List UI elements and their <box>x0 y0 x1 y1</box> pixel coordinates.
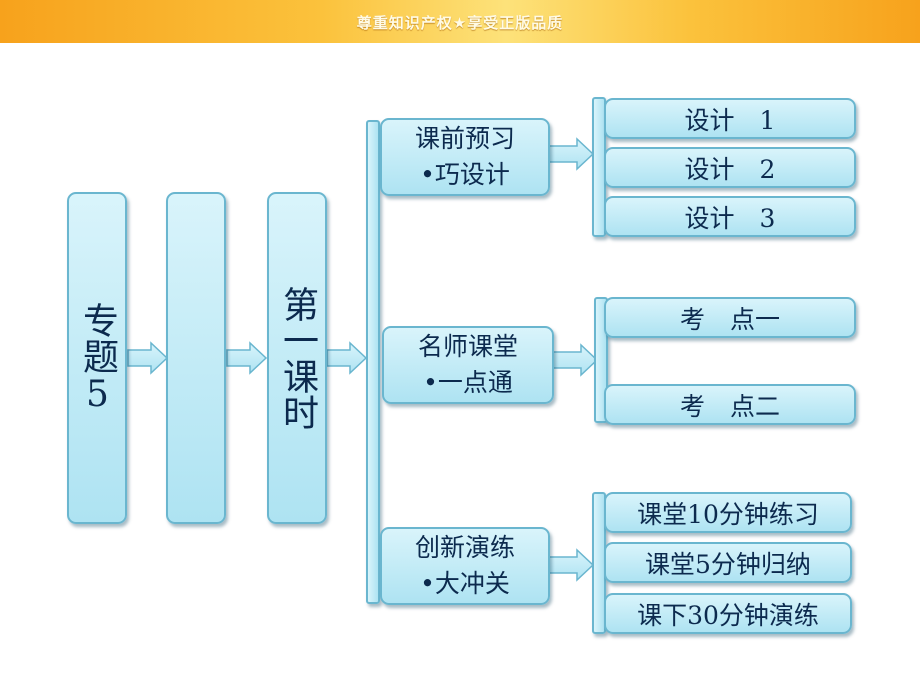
arrow-3 <box>326 341 368 375</box>
lesson-box: 第一课时 <box>267 192 327 524</box>
leaf-point-2: 考 点二 <box>604 384 856 425</box>
leaf-point-1: 考 点一 <box>604 297 856 338</box>
leaf-practice-3: 课下30分钟演练 <box>604 593 852 634</box>
section-box-practice: 创新演练 •大冲关 <box>380 527 550 605</box>
section-2-line1: 名师课堂 <box>417 332 518 361</box>
arrow-4 <box>548 137 595 171</box>
section-3-line1: 创新演练 <box>414 533 515 562</box>
main-bracket <box>366 120 380 604</box>
leaf-design-2: 设计 2 <box>604 147 856 188</box>
section-1-line2: •巧设计 <box>420 160 510 189</box>
section-1-line1: 课前预习 <box>414 124 515 153</box>
arrow-6 <box>548 548 595 582</box>
leaf-practice-2: 课堂5分钟归纳 <box>604 542 852 583</box>
leaf-design-3: 设计 3 <box>604 196 856 237</box>
leaf-design-1: 设计 1 <box>604 98 856 139</box>
section-box-teacher: 名师课堂 •一点通 <box>382 326 554 404</box>
section-box-preview: 课前预习 •巧设计 <box>380 118 550 196</box>
arrow-1 <box>127 341 169 375</box>
blank-box <box>166 192 226 524</box>
arrow-5 <box>552 343 599 377</box>
top-banner: 尊重知识产权★享受正版品质 <box>0 0 920 43</box>
topic-box: 专题5 <box>67 192 127 524</box>
banner-text: 尊重知识产权★享受正版品质 <box>356 14 564 32</box>
section-3-line2: •大冲关 <box>420 569 510 598</box>
leaf-practice-1: 课堂10分钟练习 <box>604 492 852 533</box>
section-2-line2: •一点通 <box>423 368 513 397</box>
arrow-2 <box>226 341 268 375</box>
